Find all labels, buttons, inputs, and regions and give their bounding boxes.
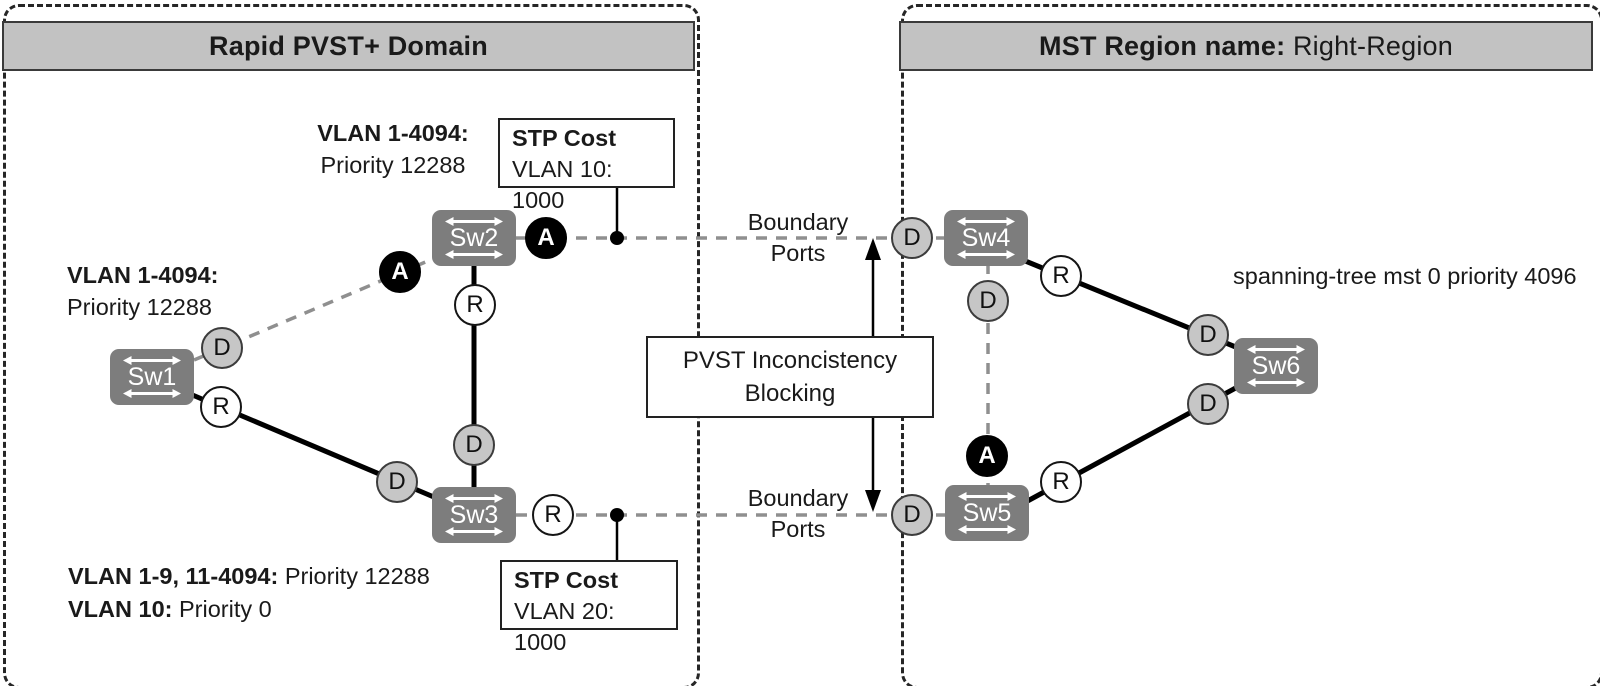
sw2-boundary-alternate-port: A xyxy=(525,217,567,259)
double-arrow-icon xyxy=(445,217,503,226)
vlan-priority-note-sw3: VLAN 1-9, 11-4094: Priority 12288 VLAN 1… xyxy=(68,560,430,626)
stp-cost-value: VLAN 20: 1000 xyxy=(514,598,615,655)
mst-region-title-name: Right-Region xyxy=(1285,30,1453,61)
switch-label: Sw3 xyxy=(449,500,499,529)
boundary-label-line1: Boundary xyxy=(747,209,849,235)
switch-label: Sw5 xyxy=(962,498,1012,527)
vlan-priority-note-sw1: VLAN 1-4094: Priority 12288 xyxy=(67,259,219,323)
vlan-note-bold: VLAN 10: xyxy=(68,596,173,622)
vlan-priority-note-sw2: VLAN 1-4094: Priority 12288 xyxy=(317,117,469,181)
pvst-inconsistency-blocking-box: PVST Inconcistency Blocking xyxy=(646,336,934,418)
mst-region-header: MST Region name: Right-Region xyxy=(899,21,1593,71)
vlan-note-bold: VLAN 1-4094: xyxy=(317,120,469,146)
switch-sw1: Sw1 xyxy=(110,349,194,405)
double-arrow-icon xyxy=(1247,378,1305,387)
boundary-ports-label-top: Boundary Ports xyxy=(748,207,849,269)
pvst-blocking-line1: PVST Inconcistency xyxy=(682,347,898,374)
sw4-root-port: R xyxy=(1040,255,1082,297)
double-arrow-icon xyxy=(957,250,1015,259)
pvst-blocking-line2: Blocking xyxy=(744,380,836,407)
sw3-upper-designated-port: D xyxy=(453,424,495,466)
sw5-boundary-designated-port: D xyxy=(891,494,933,536)
stp-cost-title: STP Cost xyxy=(512,125,617,151)
boundary-ports-label-bottom: Boundary Ports xyxy=(748,483,849,545)
double-arrow-icon xyxy=(957,217,1015,226)
pvst-arrow-down-head xyxy=(865,490,881,512)
switch-sw3: Sw3 xyxy=(432,487,516,543)
vlan-note-bold: VLAN 1-9, 11-4094: xyxy=(68,563,279,589)
switch-label: Sw1 xyxy=(127,362,177,391)
rapid-pvst-domain-header: Rapid PVST+ Domain xyxy=(2,21,695,71)
switch-sw2: Sw2 xyxy=(432,210,516,266)
double-arrow-icon xyxy=(123,389,181,398)
sw2-root-port: R xyxy=(454,284,496,326)
switch-sw5: Sw5 xyxy=(945,485,1029,541)
vlan-note-bold: VLAN 1-4094: xyxy=(67,262,219,288)
sw5-root-port: R xyxy=(1040,461,1082,503)
vlan-note-text: Priority 12288 xyxy=(67,294,212,320)
switch-label: Sw6 xyxy=(1251,351,1301,380)
sw1-designated-port: D xyxy=(201,327,243,369)
sw3-boundary-root-port: R xyxy=(532,494,574,536)
stp-cost-top-dot xyxy=(610,231,624,245)
switch-sw4: Sw4 xyxy=(944,210,1028,266)
rapid-pvst-domain-title: Rapid PVST+ Domain xyxy=(209,30,488,61)
pvst-arrow-up-head xyxy=(865,238,881,260)
vlan-note-line1: VLAN 1-9, 11-4094: Priority 12288 xyxy=(68,560,430,593)
sw6-lower-designated-port: D xyxy=(1187,383,1229,425)
stp-cost-vlan20-box: STP Cost VLAN 20: 1000 xyxy=(500,560,678,655)
switch-label: Sw2 xyxy=(449,223,499,252)
sw3-left-designated-port: D xyxy=(376,461,418,503)
mst-priority-note: spanning-tree mst 0 priority 4096 xyxy=(1233,263,1577,289)
boundary-label-line2: Ports xyxy=(770,516,826,542)
vlan-note-text: Priority 12288 xyxy=(320,152,466,178)
switch-sw6: Sw6 xyxy=(1234,338,1318,394)
double-arrow-icon xyxy=(445,250,503,259)
sw4-boundary-designated-port: D xyxy=(891,217,933,259)
mst-region-title-bold: MST Region name: xyxy=(1039,30,1286,61)
double-arrow-icon xyxy=(958,525,1016,534)
boundary-label-line2: Ports xyxy=(770,240,826,266)
double-arrow-icon xyxy=(445,494,503,503)
sw4-lower-designated-port: D xyxy=(967,280,1009,322)
double-arrow-icon xyxy=(445,527,503,536)
stp-cost-bottom-dot xyxy=(610,508,624,522)
vlan-note-text: Priority 0 xyxy=(172,596,272,622)
vlan-note-text: Priority 12288 xyxy=(278,563,430,589)
sw6-upper-designated-port: D xyxy=(1187,314,1229,356)
vlan-note-line2: VLAN 10: Priority 0 xyxy=(68,593,430,626)
double-arrow-icon xyxy=(1247,345,1305,354)
sw5-alternate-port: A xyxy=(966,435,1008,477)
stp-cost-title: STP Cost xyxy=(514,567,619,593)
stp-cost-value: VLAN 10: 1000 xyxy=(512,156,613,213)
sw1-root-port: R xyxy=(200,386,242,428)
double-arrow-icon xyxy=(123,356,181,365)
boundary-label-line1: Boundary xyxy=(747,485,849,511)
stp-cost-vlan10-box: STP Cost VLAN 10: 1000 xyxy=(498,118,675,213)
switch-label: Sw4 xyxy=(961,223,1011,252)
double-arrow-icon xyxy=(958,492,1016,501)
sw1-sw2-alternate-port: A xyxy=(379,251,421,293)
